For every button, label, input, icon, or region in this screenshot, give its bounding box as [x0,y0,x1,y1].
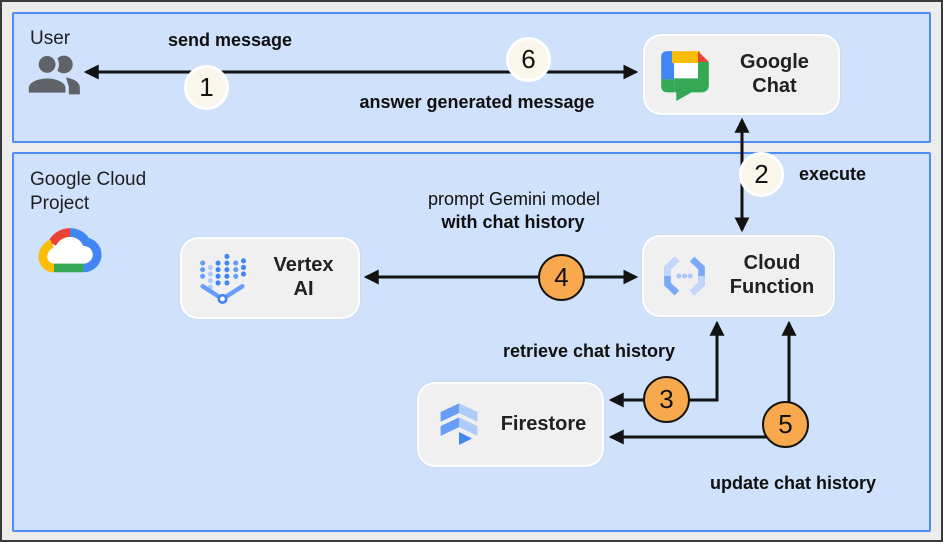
step-1-badge: 1 [184,65,229,110]
step-6-badge: 6 [506,37,551,82]
step-4-badge: 4 [538,254,585,301]
update-chat-history-label: update chat history [709,473,877,493]
prompt-gemini-label-line1: prompt Gemini model [427,189,601,209]
user-people-icon [26,52,80,97]
cloud-functions-icon [664,256,705,296]
google-chat-icon [661,50,709,101]
send-message-label: send message [167,30,293,50]
answer-generated-message-label: answer generated message [359,92,595,112]
step-3-badge: 3 [643,376,690,423]
google-chat-node: Google Chat [643,34,840,115]
cloud-function-label: Cloud Function [729,252,815,298]
step-5-badge: 5 [762,401,809,448]
vertex-ai-label: Vertex AI [273,254,334,300]
vertex-ai-node: Vertex AI [180,237,360,319]
firestore-node: Firestore [417,382,604,467]
prompt-gemini-label-line2: with chat history [441,212,585,232]
google-cloud-logo [38,228,102,273]
google-chat-label: Google Chat [740,50,809,97]
vertex-ai-icon [200,253,247,304]
step-2-badge: 2 [739,152,784,197]
execute-label: execute [799,164,867,184]
firestore-label: Firestore [500,412,587,435]
firestore-icon [440,402,478,445]
cloud-function-node: Cloud Function [642,235,835,317]
retrieve-chat-history-label: retrieve chat history [502,341,676,361]
gcp-zone-title: Google Cloud Project [30,169,147,214]
user-zone-title: User [30,28,71,49]
